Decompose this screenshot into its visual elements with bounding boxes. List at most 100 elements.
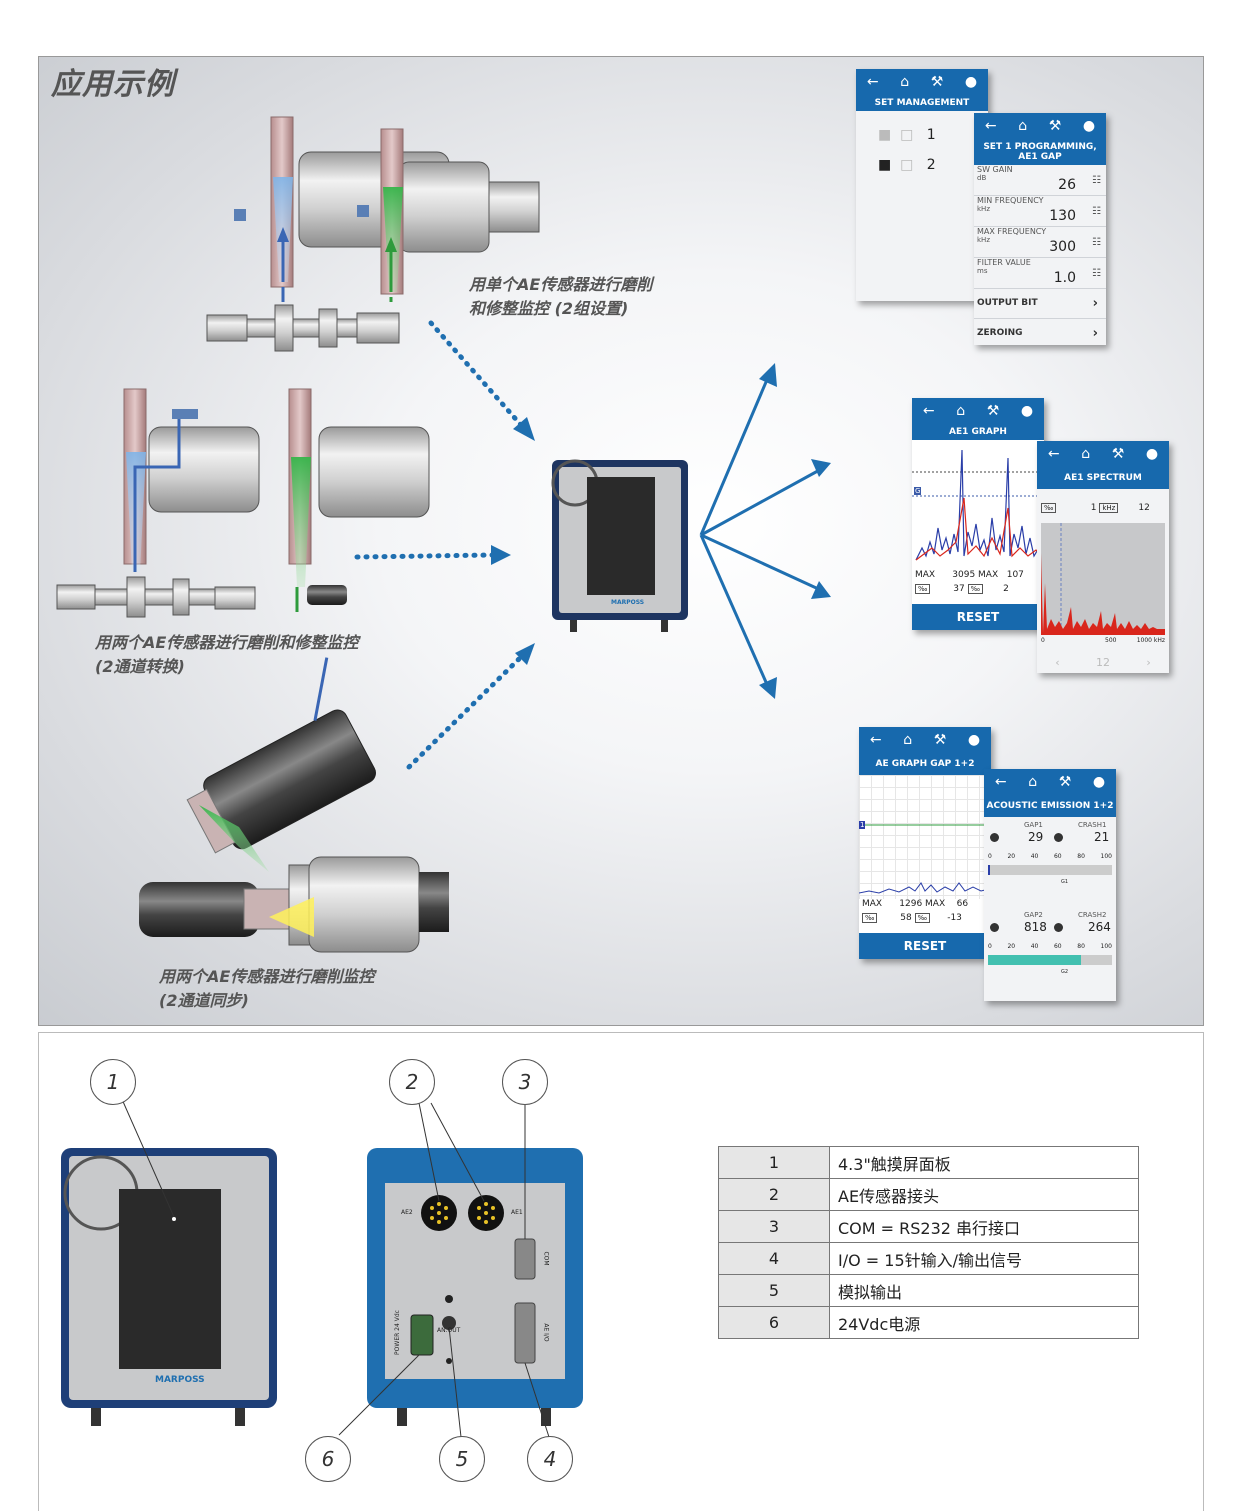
tool-icon[interactable]: ⚒ <box>930 74 944 90</box>
gap1-level-bar <box>988 865 1112 875</box>
caption-line: (2通道同步) <box>159 991 249 1010</box>
scale-tick: 60 <box>1053 943 1062 950</box>
screen-ae1-graph: ←⌂⚒● AE1 GRAPH G MAX 3095 MAX 107 ‰ 37 ‰… <box>912 398 1044 630</box>
value: 1 <box>1090 503 1097 513</box>
caption-two-switch: 用两个AE传感器进行磨削和修整监控 (2通道转换) <box>95 631 358 679</box>
max-value: 107 <box>1006 570 1024 580</box>
unit-badge: ‰ <box>967 584 984 594</box>
output-arrowheads <box>759 363 831 699</box>
param-unit: dB <box>977 174 987 182</box>
legend-number: 4 <box>718 1242 830 1275</box>
settings-icon[interactable]: ● <box>964 74 978 90</box>
tool-icon[interactable]: ⚒ <box>933 732 947 748</box>
link-zeroing[interactable]: ZEROING › <box>974 319 1106 345</box>
max-value: 3095 <box>952 570 976 580</box>
home-icon[interactable]: ⌂ <box>903 732 913 748</box>
page-title: 应用示例 <box>51 67 175 102</box>
callout-4: 4 <box>527 1436 573 1482</box>
screen-ae-graph-gap: ←⌂⚒● AE GRAPH GAP 1+2 1 MAX 1296 MAX 66 … <box>859 727 991 959</box>
screen-header: SET 1 PROGRAMMING, AE1 GAP <box>974 139 1106 165</box>
chevron-right-icon[interactable]: › <box>1146 656 1151 669</box>
param-label: MAX FREQUENCY <box>977 227 1047 236</box>
home-icon[interactable]: ⌂ <box>1081 446 1091 462</box>
home-icon[interactable]: ⌂ <box>956 403 966 419</box>
crash1-value: 21 <box>1094 830 1110 844</box>
copy-icon[interactable]: □ <box>900 157 914 173</box>
set-number: 1 <box>926 127 936 143</box>
home-icon[interactable]: ⌂ <box>1018 118 1028 134</box>
tool-icon[interactable]: ⚒ <box>986 403 1000 419</box>
gap-max-readout: MAX 1296 MAX 66 <box>862 899 968 909</box>
unit-badge: ‰ <box>915 584 931 594</box>
link-label: ZEROING <box>977 328 1023 338</box>
callout-5: 5 <box>439 1436 485 1482</box>
param-max-frequency[interactable]: MAX FREQUENCY kHz 300 ☷ <box>974 227 1106 258</box>
caption-line: 用单个AE传感器进行磨削 <box>469 275 653 294</box>
back-icon[interactable]: ← <box>866 74 879 90</box>
page-number: 12 <box>1095 656 1110 669</box>
back-icon[interactable]: ← <box>869 732 882 748</box>
max-label: MAX <box>978 570 999 580</box>
tool-icon[interactable]: ⚒ <box>1048 118 1062 134</box>
legend-number: 1 <box>718 1146 830 1179</box>
trash-icon[interactable]: ■ <box>878 157 892 173</box>
param-sw-gain[interactable]: SW GAIN dB 26 ☷ <box>974 165 1106 196</box>
caption-line: (2通道转换) <box>95 657 185 676</box>
unit-badge: kHz <box>1099 503 1119 513</box>
keypad-icon[interactable]: ☷ <box>1092 268 1101 279</box>
set-row-1[interactable]: ■ □ 1 <box>878 127 936 143</box>
tool-icon[interactable]: ⚒ <box>1058 774 1072 790</box>
settings-icon[interactable]: ● <box>1092 774 1106 790</box>
chevron-left-icon[interactable]: ‹ <box>1055 656 1060 669</box>
crash2-value: 264 <box>1088 920 1111 934</box>
callout-1: 1 <box>90 1059 136 1105</box>
g2-marker: G2 <box>1061 969 1069 975</box>
reset-button[interactable]: RESET <box>912 604 1044 630</box>
screen-toolbar: ← ⌂ ⚒ ● <box>856 69 988 95</box>
output-arrows <box>699 374 826 690</box>
param-label: SW GAIN <box>977 165 1013 174</box>
settings-icon[interactable]: ● <box>1020 403 1034 419</box>
back-icon[interactable]: ← <box>922 403 935 419</box>
link-output-bit[interactable]: OUTPUT BIT › <box>974 289 1106 319</box>
screen-toolbar: ← ⌂ ⚒ ● <box>859 727 991 753</box>
home-icon[interactable]: ⌂ <box>1028 774 1038 790</box>
copy-icon[interactable]: □ <box>900 127 914 143</box>
screen-set-programming: ← ⌂ ⚒ ● SET 1 PROGRAMMING, AE1 GAP SW GAIN … <box>974 113 1106 345</box>
crash2-indicator <box>1054 923 1063 932</box>
central-device <box>551 459 688 632</box>
back-icon[interactable]: ← <box>984 118 997 134</box>
gap2-label: GAP2 <box>1024 911 1043 919</box>
trash-icon[interactable]: ■ <box>878 127 892 143</box>
keypad-icon[interactable]: ☷ <box>1092 206 1101 217</box>
reset-button[interactable]: RESET <box>859 933 991 959</box>
param-min-frequency[interactable]: MIN FREQUENCY kHz 130 ☷ <box>974 196 1106 227</box>
input-arrows <box>354 320 524 770</box>
device-front-view <box>61 1096 277 1426</box>
set-row-2[interactable]: ■ □ 2 <box>878 157 936 173</box>
back-icon[interactable]: ← <box>1047 446 1060 462</box>
machine-two-sensor-sync <box>139 657 449 953</box>
settings-icon[interactable]: ● <box>1082 118 1096 134</box>
scale-tick: 40 <box>1030 943 1039 950</box>
home-icon[interactable]: ⌂ <box>900 74 910 90</box>
input-arrowheads <box>491 417 535 665</box>
keypad-icon[interactable]: ☷ <box>1092 175 1101 186</box>
keypad-icon[interactable]: ☷ <box>1092 237 1101 248</box>
param-filter-value[interactable]: FILTER VALUE ms 1.0 ☷ <box>974 258 1106 289</box>
value: -13 <box>947 913 962 923</box>
tool-icon[interactable]: ⚒ <box>1111 446 1125 462</box>
scale-tick: 40 <box>1030 853 1039 860</box>
g1-marker: G1 <box>1061 879 1069 885</box>
io-label: AE I/O <box>542 1323 550 1342</box>
crash1-indicator <box>1054 833 1063 842</box>
settings-icon[interactable]: ● <box>1145 446 1159 462</box>
screen-ae1-spectrum: ←⌂⚒● AE1 SPECTRUM ‰ 1 kHz 12 0 500 1000 … <box>1037 441 1169 673</box>
gap-signal-plot <box>859 775 991 899</box>
gap1-level-fill <box>988 865 990 875</box>
back-icon[interactable]: ← <box>994 774 1007 790</box>
gap2-indicator <box>990 923 999 932</box>
settings-icon[interactable]: ● <box>967 732 981 748</box>
param-value: 1.0 <box>1053 270 1076 286</box>
